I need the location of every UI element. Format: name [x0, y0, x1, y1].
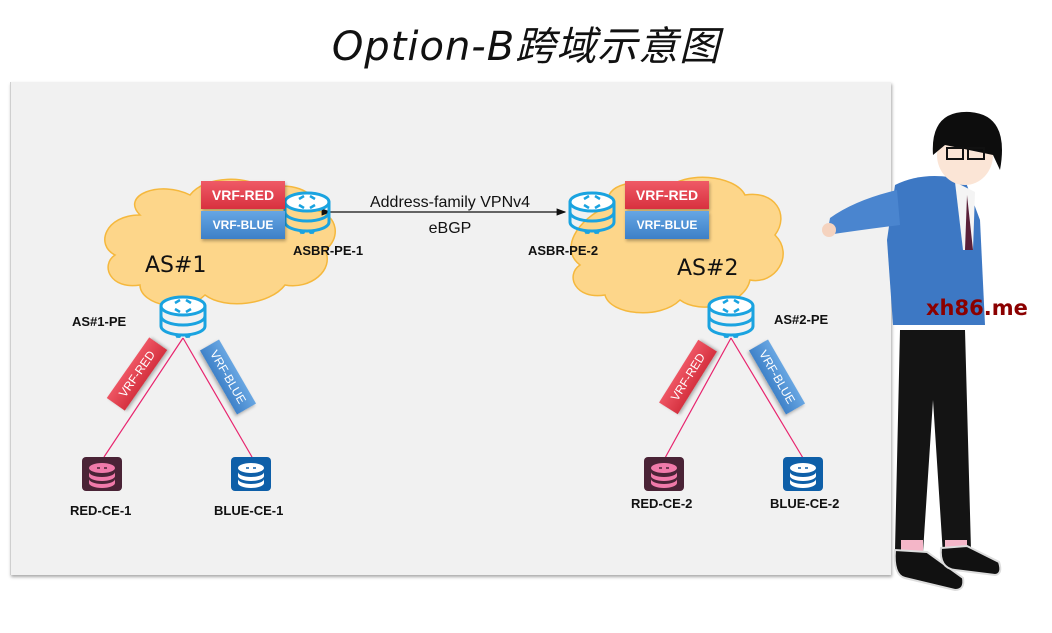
as1-vrf-red-box: VRF-RED — [201, 181, 285, 209]
blue-ce-1-label: BLUE-CE-1 — [214, 503, 283, 518]
as2-label: AS#2 — [677, 256, 738, 281]
diagram-panel — [10, 82, 891, 575]
watermark-text: xh86.me — [926, 296, 1028, 320]
red-ce-2-label: RED-CE-2 — [631, 496, 692, 511]
link-as2pe-redce2 — [664, 337, 732, 459]
asbr-pe-2-label: ASBR-PE-2 — [528, 243, 598, 258]
cloud-as2 — [570, 176, 784, 314]
peering-protocol-label: eBGP — [429, 220, 472, 237]
asbr-pe-1-label: ASBR-PE-1 — [293, 243, 363, 258]
red-ce-1-icon[interactable] — [81, 456, 123, 492]
page-title: Option-B跨域示意图 — [331, 24, 721, 70]
as2-pe-label: AS#2-PE — [774, 312, 829, 327]
as2-vrf-red-box: VRF-RED — [625, 181, 709, 209]
character-illustration — [822, 111, 1002, 592]
link-as1pe-redce1 — [103, 337, 184, 458]
as1-pe-label: AS#1-PE — [72, 314, 127, 329]
peering-afi-label: Address-family VPNv4 — [370, 194, 530, 211]
as1-vrf-blue-box: VRF-BLUE — [201, 211, 285, 239]
link-as2pe-bluece2 — [730, 337, 804, 459]
red-ce-2-icon[interactable] — [643, 456, 685, 492]
link-as1pe-bluece1 — [182, 337, 253, 458]
as2-vrf-blue-box: VRF-BLUE — [625, 211, 709, 239]
as1-label: AS#1 — [145, 253, 206, 278]
as1-pe-router-icon[interactable] — [159, 295, 207, 340]
as2-pe-router-icon[interactable] — [707, 295, 755, 340]
red-ce-1-label: RED-CE-1 — [70, 503, 131, 518]
blue-ce-1-icon[interactable] — [230, 456, 272, 492]
blue-ce-2-label: BLUE-CE-2 — [770, 496, 839, 511]
